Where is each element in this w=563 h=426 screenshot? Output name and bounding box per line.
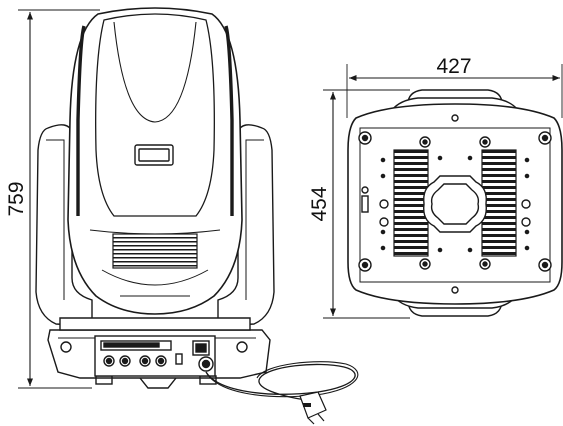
depth-label: 454 <box>308 186 331 221</box>
right-vent <box>481 149 517 257</box>
power-plug <box>299 391 327 425</box>
front-view-moving-head <box>35 7 359 425</box>
depth-dimension <box>323 89 410 319</box>
top-view-base <box>347 89 563 317</box>
height-dimension <box>18 9 100 389</box>
left-vent <box>393 149 429 257</box>
width-label: 427 <box>436 55 471 78</box>
head-vent-grille <box>112 233 198 269</box>
power-cable <box>205 363 356 401</box>
height-label: 759 <box>5 181 28 216</box>
width-dimension <box>346 64 563 118</box>
